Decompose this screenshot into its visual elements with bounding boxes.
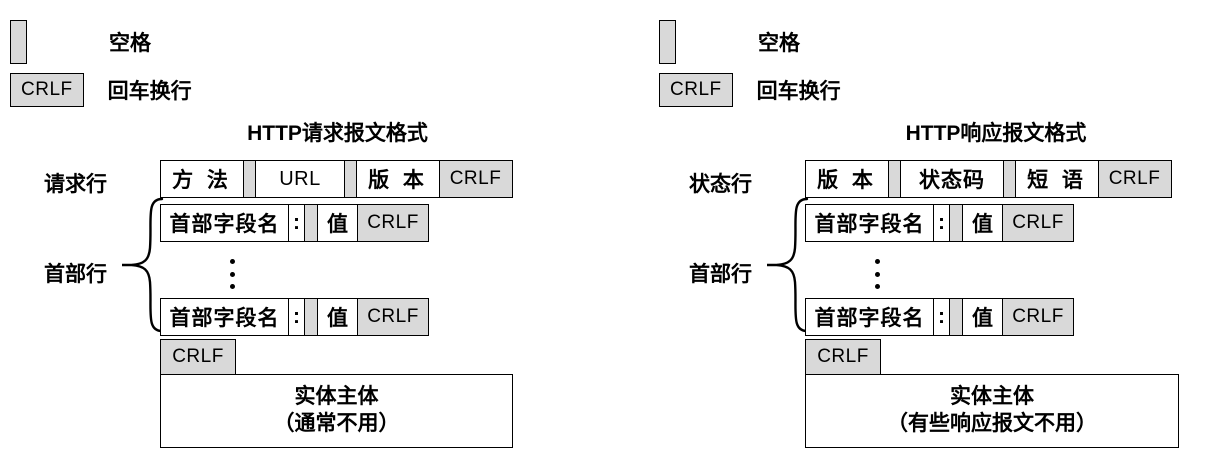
legend-space-row: 空格 <box>659 20 800 64</box>
request-diagram-title: HTTP请求报文格式 <box>247 122 428 145</box>
request-header-row-n: 首部字段名 : 值 CRLF <box>160 298 429 336</box>
cell-version: 版 本 <box>805 160 889 198</box>
crlf-swatch-icon: CRLF <box>10 73 84 107</box>
legend-crlf-row: CRLF 回车换行 <box>10 73 192 107</box>
cell-colon: : <box>932 298 951 336</box>
request-header-lines-label: 首部行 <box>44 263 107 286</box>
cell-header-field-name: 首部字段名 <box>160 298 289 336</box>
response-header-row-1: 首部字段名 : 值 CRLF <box>805 204 1074 242</box>
request-header-brace <box>120 196 166 339</box>
cell-crlf-header-n: CRLF <box>357 298 429 336</box>
cell-method: 方 法 <box>160 160 244 198</box>
entity-body-line-1: 实体主体 <box>294 385 379 409</box>
cell-colon: : <box>287 204 306 242</box>
status-line-label: 状态行 <box>689 173 752 196</box>
cell-crlf-header-1: CRLF <box>1002 204 1074 242</box>
cell-header-value: 值 <box>961 204 1004 242</box>
response-header-brace <box>765 196 811 339</box>
response-header-row-n: 首部字段名 : 值 CRLF <box>805 298 1074 336</box>
cell-crlf-header-n: CRLF <box>1002 298 1074 336</box>
request-entity-body: 实体主体 （通常不用） <box>160 374 513 448</box>
cell-header-value: 值 <box>316 298 359 336</box>
cell-header-field-name: 首部字段名 <box>160 204 289 242</box>
legend-space-label: 空格 <box>758 32 800 55</box>
legend-crlf-label: 回车换行 <box>107 80 192 103</box>
cell-crlf-blank-line: CRLF <box>160 339 236 375</box>
cell-header-value: 值 <box>961 298 1004 336</box>
cell-header-value: 值 <box>316 204 359 242</box>
legend-crlf-row: CRLF 回车换行 <box>659 73 841 107</box>
space-swatch-icon <box>659 20 676 64</box>
cell-crlf-blank-line: CRLF <box>805 339 881 375</box>
request-header-row-1: 首部字段名 : 值 CRLF <box>160 204 429 242</box>
status-line-row: 版 本 状态码 短 语 CRLF <box>805 160 1172 198</box>
legend-space-label: 空格 <box>109 32 151 55</box>
request-line-row: 方 法 URL 版 本 CRLF <box>160 160 513 198</box>
cell-crlf-request-line: CRLF <box>438 160 513 198</box>
cell-header-field-name: 首部字段名 <box>805 204 934 242</box>
request-blank-line-row: CRLF <box>160 339 236 375</box>
entity-body-line-2: （有些响应报文不用） <box>887 412 1097 435</box>
cell-crlf-status-line: CRLF <box>1097 160 1172 198</box>
response-diagram-title: HTTP响应报文格式 <box>905 122 1087 145</box>
legend-crlf-label: 回车换行 <box>756 80 841 103</box>
cell-crlf-header-1: CRLF <box>357 204 429 242</box>
legend-space-row: 空格 <box>10 20 151 64</box>
cell-colon: : <box>932 204 951 242</box>
response-ellipsis <box>874 259 880 289</box>
cell-version: 版 本 <box>356 160 440 198</box>
entity-body-line-1: 实体主体 <box>950 385 1034 409</box>
cell-colon: : <box>287 298 306 336</box>
request-ellipsis <box>229 259 235 289</box>
response-blank-line-row: CRLF <box>805 339 881 375</box>
response-message-panel: 空格 CRLF 回车换行 HTTP响应报文格式 状态行 首部行 版 本 状态码 … <box>611 0 1221 460</box>
request-line-label: 请求行 <box>44 173 107 196</box>
cell-header-field-name: 首部字段名 <box>805 298 934 336</box>
entity-body-line-2: （通常不用） <box>273 412 400 435</box>
cell-status-code: 状态码 <box>900 160 1004 198</box>
space-swatch-icon <box>10 20 27 64</box>
request-message-panel: 空格 CRLF 回车换行 HTTP请求报文格式 请求行 首部行 方 法 URL … <box>0 0 610 460</box>
crlf-swatch-icon: CRLF <box>659 73 733 107</box>
cell-url: URL <box>255 160 345 198</box>
response-header-lines-label: 首部行 <box>689 263 752 286</box>
cell-reason-phrase: 短 语 <box>1015 160 1099 198</box>
response-entity-body: 实体主体 （有些响应报文不用） <box>805 374 1179 448</box>
